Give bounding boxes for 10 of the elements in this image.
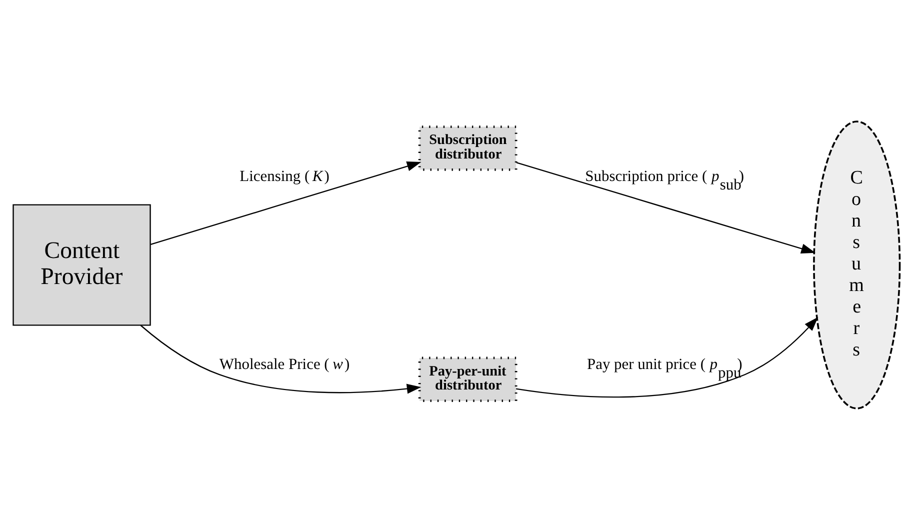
node-box: Pay-per-unit distributor xyxy=(418,356,518,402)
arrow xyxy=(516,161,816,254)
edge-label: Licensing (K) xyxy=(240,167,330,184)
node-box: Content Provider xyxy=(12,204,151,326)
node-ellipse: Consumers xyxy=(813,120,901,409)
arrow xyxy=(516,316,818,398)
edge-label: Wholesale Price (w) xyxy=(219,356,350,373)
arrow xyxy=(150,160,422,244)
node-box: Subscription distributor xyxy=(418,125,518,170)
arrow xyxy=(140,324,422,394)
